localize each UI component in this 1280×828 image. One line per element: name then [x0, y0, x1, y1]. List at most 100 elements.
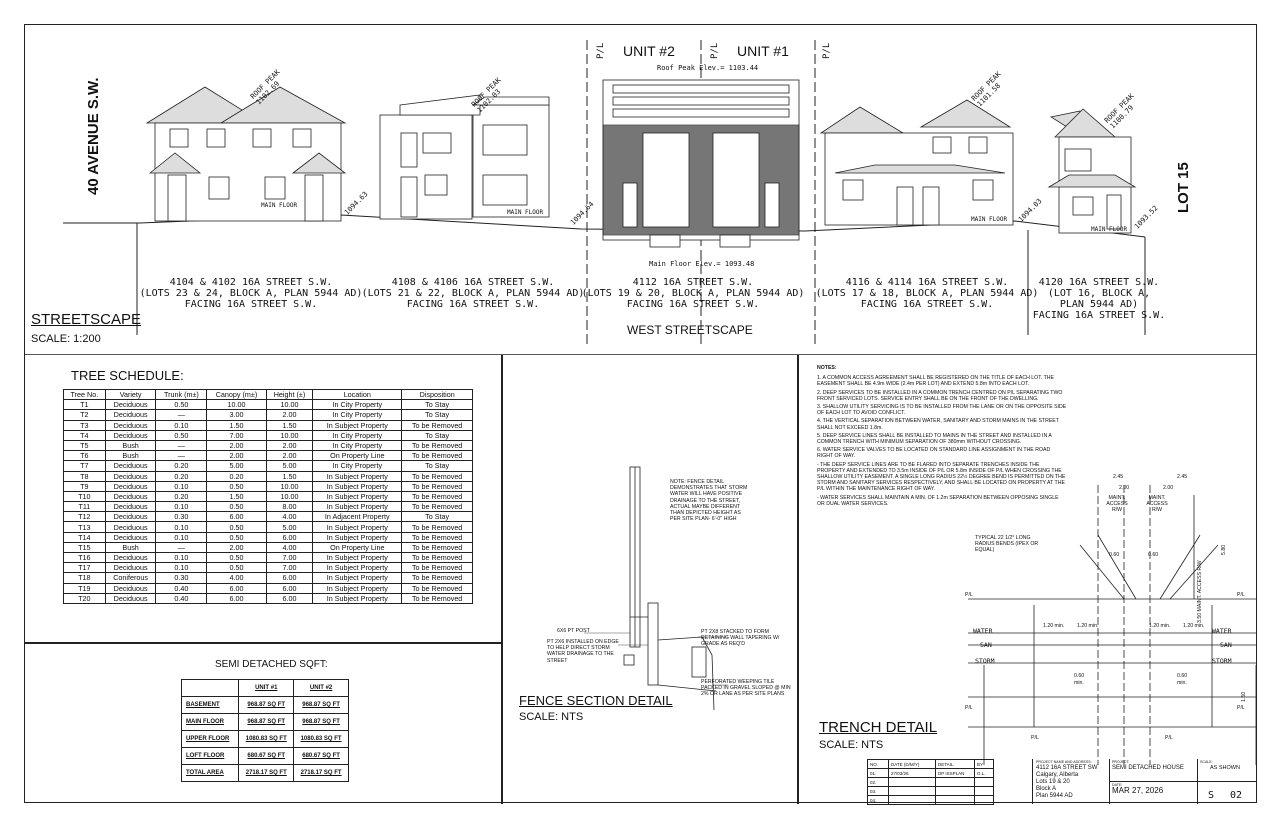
trench-water-right: WATER — [1212, 627, 1232, 635]
table-cell: — — [155, 439, 208, 452]
table-cell: In Adjacent Property — [312, 511, 403, 523]
table-cell: 968.87 SQ FT — [293, 713, 349, 731]
table-cell: 0.50 — [206, 501, 267, 513]
table-cell: T4 — [63, 429, 106, 441]
table-cell: In Subject Property — [312, 572, 403, 584]
table-cell: 0.10 — [155, 531, 208, 543]
pl-label: P/L — [1237, 705, 1245, 711]
table-cell: To be Removed — [401, 562, 473, 574]
table-cell — [935, 795, 975, 805]
revision-header-cell: DATE (D/M/Y) — [888, 759, 936, 769]
table-cell: UPPER FLOOR — [180, 730, 240, 748]
tree-header-cell: Location — [312, 388, 403, 401]
table-cell: Deciduous — [104, 592, 157, 604]
table-cell: 1080.83 SQ FT — [238, 730, 295, 748]
table-cell: In Subject Property — [312, 582, 403, 594]
main-floor-label: MAIN FLOOR — [971, 216, 1008, 223]
table-cell: In Subject Property — [312, 562, 403, 574]
table-cell: DP ISSPLAN — [935, 768, 975, 778]
table-cell: 01. — [867, 768, 889, 778]
table-cell — [974, 786, 994, 796]
unit1-label: UNIT #1 — [737, 43, 789, 59]
sqft-header-cell: UNIT #2 — [293, 679, 349, 697]
table-cell: G.L. — [974, 768, 994, 778]
table-cell: 0.30 — [155, 572, 208, 584]
table-cell: 0.40 — [155, 592, 208, 604]
table-cell: To Stay — [401, 511, 473, 523]
note-item: 5. DEEP SERVICE LINES SHALL BE INSTALLED… — [817, 432, 1052, 446]
table-cell: 2.00 — [206, 541, 267, 554]
table-cell: T10 — [63, 490, 106, 503]
table-cell: T6 — [63, 450, 106, 462]
table-cell: 0.10 — [155, 419, 208, 431]
table-cell: Deciduous — [104, 470, 157, 482]
table-cell: 10.00 — [265, 429, 314, 441]
sqft-title: SEMI DETACHED SQFT: — [215, 659, 328, 670]
table-cell — [974, 777, 994, 787]
table-cell: T9 — [63, 480, 106, 492]
table-cell — [888, 795, 936, 805]
fence-post: 6X6 PT POST — [557, 628, 590, 634]
table-cell: Bush — [104, 541, 157, 554]
sheet-cell: S 02 — [1198, 782, 1256, 804]
table-cell: 0.20 — [155, 490, 208, 503]
fence-pt2x6: PT 2X6 INSTALLED ON EDGE TO HELP DIRECT … — [547, 639, 619, 664]
table-cell: 6.00 — [206, 511, 267, 523]
table-cell: T5 — [63, 439, 106, 452]
dim: 2.45 — [1177, 474, 1188, 480]
trench-maint-right: MAINT. ACCESS R/W — [1146, 495, 1168, 514]
date-cell: DATE: MAR 27, 2026 — [1110, 782, 1198, 804]
trench-storm-right: STORM — [1212, 657, 1232, 665]
revision-header-cell: DETAIL — [935, 759, 975, 769]
table-row: 04. — [867, 795, 994, 805]
project-line: Block A — [1036, 786, 1057, 793]
table-cell: To be Removed — [401, 450, 473, 462]
table-cell: In City Property — [312, 460, 403, 472]
project-line: Plan 5944 AD — [1036, 793, 1073, 800]
dim: 1.20 min. — [1043, 623, 1065, 629]
tree-header-cell: Variety — [104, 388, 157, 401]
table-cell: Deciduous — [104, 419, 157, 431]
table-cell: 6.00 — [265, 582, 314, 594]
notes-block: NOTES: 1. A COMMON ACCESS AGREEMENT SHAL… — [817, 365, 1067, 509]
dim: min. — [1074, 680, 1084, 686]
dim: 0.60 — [1177, 673, 1188, 679]
table-cell: 0.10 — [155, 551, 208, 564]
address-4: 4116 & 4114 16A STREET S.W.(LOTS 17 & 18… — [815, 277, 1039, 310]
table-cell: To be Removed — [401, 531, 473, 543]
table-cell: Deciduous — [104, 429, 157, 441]
table-cell: 1080.83 SQ FT — [293, 730, 349, 748]
table-cell: Deciduous — [104, 490, 157, 503]
table-cell: In Subject Property — [312, 531, 403, 543]
pl-label: P/L — [596, 42, 606, 59]
fence-note: NOTE: FENCE DETAIL DEMONSTRATES THAT STO… — [670, 479, 748, 523]
table-cell: 03. — [867, 786, 889, 796]
table-cell: In Subject Property — [312, 501, 403, 513]
table-cell: 6.00 — [206, 582, 267, 594]
table-cell: 10.00 — [265, 399, 314, 411]
table-cell: 0.50 — [206, 531, 267, 543]
table-cell: In Subject Property — [312, 521, 403, 533]
fence-section-drawing — [584, 466, 728, 711]
table-cell: 0.50 — [155, 399, 208, 411]
table-cell: 02. — [867, 777, 889, 787]
table-cell: In City Property — [312, 409, 403, 421]
pl-label: P/L — [1237, 592, 1245, 598]
table-cell: 4.00 — [265, 511, 314, 523]
dim: 1.20 min. — [1077, 623, 1099, 629]
trench-san-right: SAN — [1220, 641, 1232, 649]
table-cell: 0.50 — [206, 521, 267, 533]
streetscape-drawing — [25, 40, 1256, 355]
table-cell: T2 — [63, 409, 106, 421]
street-label: 40 AVENUE S.W. — [85, 77, 102, 195]
sqft-header-cell: UNIT #1 — [238, 679, 295, 697]
